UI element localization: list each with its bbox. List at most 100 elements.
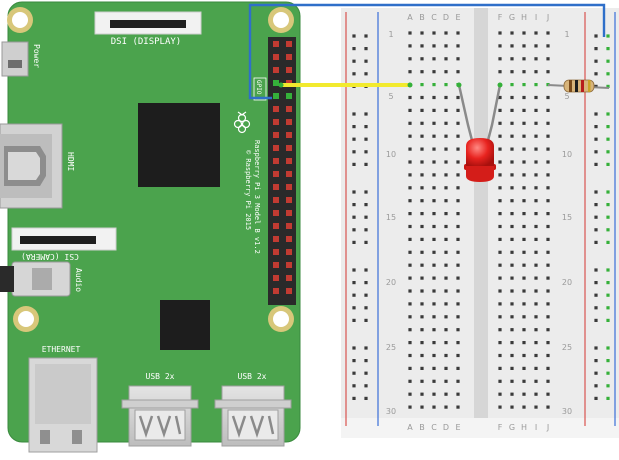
breadboard-hole <box>408 366 412 370</box>
row-number-5-right: 5 <box>564 92 569 101</box>
raspberry-logo-icon <box>233 111 251 134</box>
breadboard-hole <box>420 31 424 35</box>
breadboard-hole <box>352 150 356 154</box>
gpio-pin <box>273 93 279 99</box>
breadboard-hole <box>456 263 460 267</box>
mounting-hole-bl <box>13 306 39 332</box>
breadboard-holes <box>352 31 610 409</box>
breadboard-hole <box>432 83 436 87</box>
breadboard-hole <box>444 83 448 87</box>
col-letter-i-top: I <box>535 13 537 22</box>
breadboard-hole <box>420 328 424 332</box>
breadboard-hole <box>522 224 526 229</box>
breadboard-hole <box>456 328 460 332</box>
breadboard-hole <box>594 228 598 232</box>
breadboard-hole <box>498 199 502 203</box>
col-letter-g-bottom: G <box>509 423 515 432</box>
breadboard-hole <box>594 72 598 76</box>
breadboard-hole <box>456 353 460 358</box>
mounting-hole-tr <box>268 7 294 33</box>
breadboard-hole <box>510 341 514 345</box>
usb-controller-chip <box>160 300 210 350</box>
breadboard-hole <box>522 173 526 177</box>
breadboard-hole <box>522 83 526 87</box>
breadboard-hole <box>510 289 514 293</box>
breadboard-hole <box>364 72 368 76</box>
gpio-pin <box>286 288 292 294</box>
breadboard-hole <box>606 293 610 297</box>
breadboard-hole <box>432 289 436 293</box>
breadboard-hole <box>522 237 526 241</box>
breadboard-hole <box>510 315 514 319</box>
breadboard-hole <box>510 173 514 177</box>
breadboard-hole <box>408 147 412 151</box>
breadboard-hole <box>456 237 460 241</box>
breadboard-hole <box>352 59 356 63</box>
breadboard-hole <box>510 31 514 35</box>
breadboard-hole <box>546 95 550 100</box>
breadboard-hole <box>420 237 424 241</box>
dsi-connector-slot <box>110 20 186 28</box>
power-label: Power <box>32 44 41 68</box>
gpio-label-box <box>253 77 267 101</box>
breadboard-hole <box>498 263 502 267</box>
breadboard-hole <box>408 199 412 203</box>
breadboard-hole <box>546 160 550 164</box>
breadboard-hole <box>546 315 550 319</box>
breadboard-hole <box>534 31 538 35</box>
breadboard-hole <box>408 276 412 280</box>
breadboard-hole <box>522 328 526 332</box>
breadboard-hole <box>522 108 526 112</box>
breadboard-hole <box>606 318 610 322</box>
breadboard-hole <box>420 121 424 125</box>
breadboard-hole <box>444 353 448 358</box>
breadboard-hole <box>432 276 436 280</box>
breadboard-hole <box>510 224 514 229</box>
col-letter-b-bottom: B <box>419 423 425 432</box>
breadboard-hole <box>408 31 412 35</box>
breadboard-hole <box>534 289 538 293</box>
breadboard-hole <box>606 34 610 38</box>
breadboard-hole <box>408 44 412 48</box>
breadboard-hole <box>534 95 538 100</box>
breadboard-hole <box>534 134 538 138</box>
breadboard-hole <box>546 237 550 241</box>
breadboard-hole <box>522 70 526 74</box>
led-body <box>466 138 494 166</box>
breadboard-hole <box>534 83 538 87</box>
breadboard-hole <box>420 44 424 48</box>
breadboard-hole <box>456 121 460 125</box>
gpio-pin <box>273 145 279 151</box>
breadboard-hole <box>444 276 448 280</box>
breadboard-hole <box>420 353 424 358</box>
breadboard-hole <box>534 121 538 125</box>
breadboard-hole <box>364 318 368 322</box>
breadboard-hole <box>510 186 514 190</box>
ethernet-label: ETHERNET <box>42 345 81 354</box>
breadboard-hole <box>546 379 550 383</box>
breadboard-hole <box>444 173 448 177</box>
breadboard-hole <box>420 263 424 267</box>
breadboard-hole <box>408 328 412 332</box>
breadboard-hole <box>408 121 412 125</box>
breadboard-hole <box>510 160 514 164</box>
breadboard-hole <box>522 315 526 319</box>
gpio-pin <box>273 132 279 138</box>
breadboard-hole <box>352 318 356 322</box>
gpio-label: GPIO <box>255 80 262 95</box>
breadboard-hole <box>456 289 460 293</box>
breadboard-hole <box>432 31 436 35</box>
breadboard-hole <box>498 134 502 138</box>
breadboard-hole <box>352 72 356 76</box>
breadboard-hole <box>420 392 424 396</box>
breadboard-hole <box>352 203 356 207</box>
breadboard-hole <box>364 47 368 51</box>
breadboard-hole <box>498 44 502 48</box>
breadboard-hole <box>408 405 412 409</box>
raspberry-pi-board: DSI (DISPLAY) Power HDMI Raspberry Pi 3 … <box>0 1 301 453</box>
breadboard-hole <box>456 160 460 164</box>
breadboard-hole <box>606 384 610 388</box>
breadboard-hole <box>408 134 412 138</box>
breadboard-hole <box>420 250 424 254</box>
breadboard-hole <box>420 276 424 280</box>
